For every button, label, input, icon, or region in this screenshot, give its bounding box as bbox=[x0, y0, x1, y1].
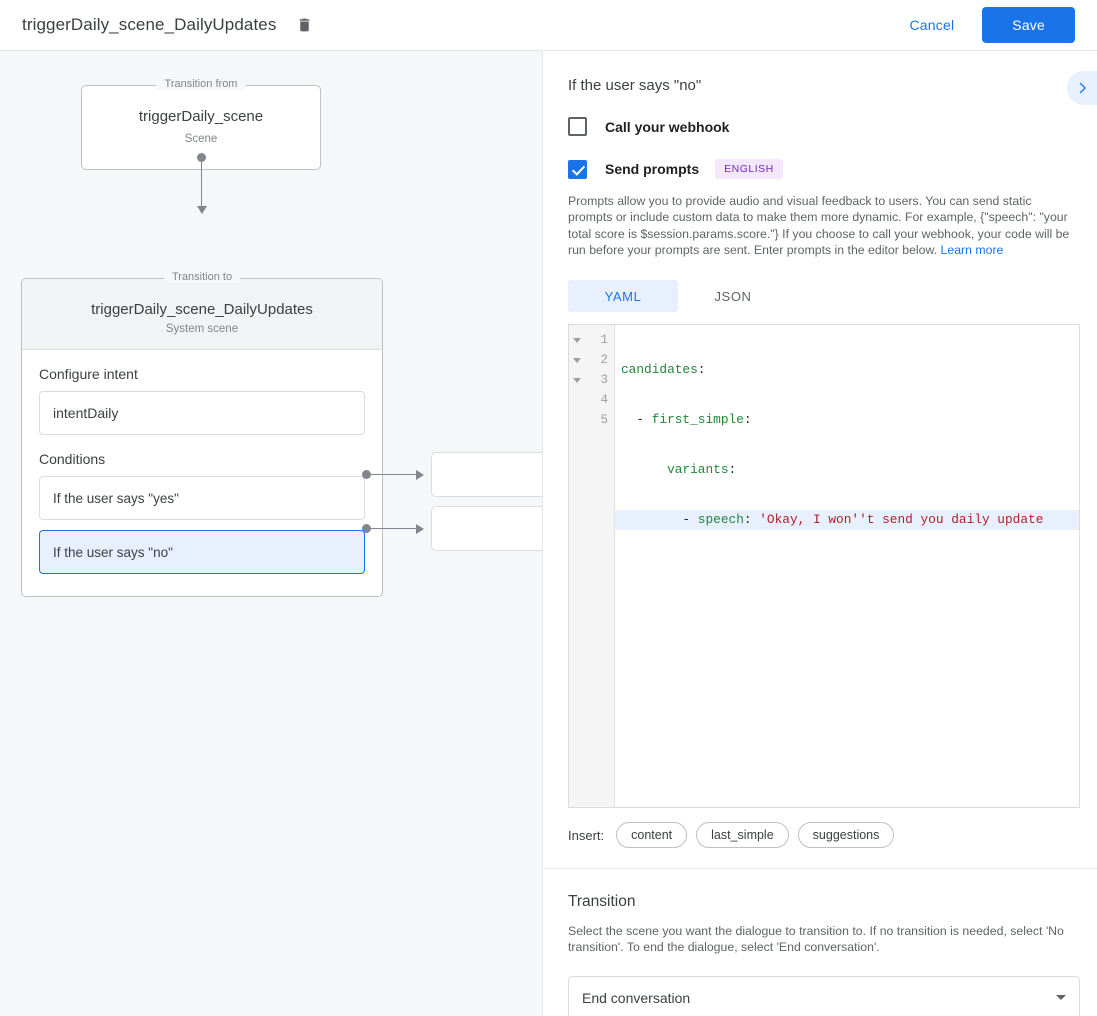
yaml-indent bbox=[621, 462, 667, 477]
send-prompts-label: Send prompts bbox=[605, 161, 700, 177]
insert-chip-last-simple[interactable]: last_simple bbox=[696, 822, 789, 849]
transition-from-legend: Transition from bbox=[156, 78, 246, 90]
transition-section-title: Transition bbox=[568, 893, 636, 911]
fold-toggle-icon[interactable] bbox=[573, 357, 581, 363]
prompt-code-editor[interactable]: 1 2 3 4 5 candidates: - f bbox=[568, 324, 1080, 809]
call-webhook-row[interactable]: Call your webhook bbox=[568, 117, 1073, 136]
gutter-line-3: 3 bbox=[569, 370, 614, 390]
transition-to-node[interactable]: Transition to triggerDaily_scene_DailyUp… bbox=[21, 271, 383, 597]
edge-arrow-down-icon bbox=[197, 206, 207, 214]
gutter-line-5: 5 bbox=[569, 410, 614, 430]
tab-json[interactable]: JSON bbox=[714, 288, 752, 304]
line-number: 2 bbox=[600, 353, 608, 368]
collapse-panel-button[interactable] bbox=[1067, 71, 1097, 105]
insert-chip-suggestions[interactable]: suggestions bbox=[797, 822, 895, 849]
fold-toggle-icon[interactable] bbox=[573, 337, 581, 343]
yaml-colon: : bbox=[728, 462, 737, 478]
condition-item-yes[interactable]: If the user says "yes" bbox=[39, 476, 365, 520]
condition-no-edge-dot bbox=[362, 524, 371, 533]
condition-no-arrow-icon bbox=[416, 524, 424, 534]
condition-yes-edge-dot bbox=[362, 470, 371, 479]
yaml-key: speech bbox=[697, 512, 744, 528]
page-title: triggerDaily_scene_DailyUpdates bbox=[22, 15, 277, 34]
line-number: 4 bbox=[600, 393, 608, 408]
send-prompts-checkbox[interactable] bbox=[568, 159, 587, 179]
gutter-line-1: 1 bbox=[569, 330, 614, 350]
line-number: 1 bbox=[600, 333, 608, 348]
tab-yaml[interactable]: YAML bbox=[568, 280, 678, 313]
language-badge: ENGLISH bbox=[715, 159, 783, 179]
transition-from-title: triggerDaily_scene bbox=[138, 108, 264, 125]
section-divider bbox=[544, 868, 1097, 870]
transition-to-header: Transition to triggerDaily_scene_DailyUp… bbox=[22, 271, 382, 350]
target-node-no[interactable] bbox=[431, 506, 542, 551]
condition-item-no[interactable]: If the user says "no" bbox=[39, 530, 365, 574]
fold-toggle-icon[interactable] bbox=[573, 377, 581, 383]
intent-input[interactable]: intentDaily bbox=[39, 391, 365, 435]
format-tabs: YAML JSON bbox=[568, 280, 1073, 313]
trash-icon bbox=[299, 18, 310, 32]
transition-to-legend: Transition to bbox=[163, 271, 241, 283]
configure-intent-label: Configure intent bbox=[39, 366, 138, 382]
call-webhook-checkbox[interactable] bbox=[568, 117, 587, 136]
yaml-key: candidates bbox=[621, 362, 698, 378]
call-webhook-label: Call your webhook bbox=[605, 118, 730, 135]
yaml-colon: : bbox=[697, 362, 706, 378]
transition-to-subtitle: System scene bbox=[165, 323, 239, 335]
gutter-line-4: 4 bbox=[569, 390, 614, 410]
detail-panel: If the user says "no" Call your webhook … bbox=[544, 51, 1097, 1016]
yaml-key: first_simple bbox=[651, 412, 744, 428]
target-node-yes[interactable] bbox=[431, 452, 542, 497]
send-prompts-row[interactable]: Send prompts ENGLISH bbox=[568, 159, 1073, 179]
chevron-right-icon bbox=[1079, 82, 1086, 94]
configure-intent-section: Configure intent intentDaily bbox=[22, 350, 382, 435]
transition-select-value: End conversation bbox=[582, 989, 691, 1006]
learn-more-link[interactable]: Learn more bbox=[940, 242, 1004, 257]
line-number: 5 bbox=[600, 413, 608, 428]
conditions-label: Conditions bbox=[39, 451, 106, 467]
save-button[interactable]: Save bbox=[982, 7, 1075, 43]
line-number: 3 bbox=[600, 373, 608, 388]
condition-yes-edge-line bbox=[370, 474, 418, 475]
yaml-colon: : bbox=[743, 512, 752, 528]
edge-source-dot bbox=[197, 153, 206, 162]
code-line-2: - first_simple: bbox=[615, 410, 1079, 430]
app-header: triggerDaily_scene_DailyUpdates Cancel S… bbox=[0, 0, 1097, 51]
chevron-down-icon bbox=[1056, 995, 1066, 1001]
insert-chip-content[interactable]: content bbox=[616, 822, 688, 849]
cancel-button[interactable]: Cancel bbox=[896, 9, 969, 41]
insert-chips-row: Insert: content last_simple suggestions bbox=[568, 822, 1073, 849]
code-line-4: - speech: 'Okay, I won''t send you daily… bbox=[615, 510, 1079, 531]
delete-button[interactable] bbox=[290, 11, 318, 39]
code-line-3: variants: bbox=[615, 460, 1079, 480]
code-line-1: candidates: bbox=[615, 360, 1079, 380]
gutter-line-2: 2 bbox=[569, 350, 614, 370]
scene-graph-canvas[interactable]: Transition from triggerDaily_scene Scene… bbox=[0, 51, 543, 1016]
prompts-help-text: Prompts allow you to provide audio and v… bbox=[568, 193, 1073, 258]
condition-yes-arrow-icon bbox=[416, 470, 424, 480]
condition-no-edge-line bbox=[370, 528, 418, 529]
panel-header: If the user says "no" bbox=[544, 51, 1097, 105]
editor-code-area[interactable]: candidates: - first_simple: variants: - … bbox=[615, 325, 1079, 807]
code-line-5 bbox=[615, 560, 1079, 580]
yaml-dash: - bbox=[621, 412, 652, 428]
transition-from-subtitle: Scene bbox=[184, 133, 218, 145]
conditions-section: Conditions If the user says "yes" If the… bbox=[22, 435, 382, 596]
transition-select[interactable]: End conversation bbox=[568, 975, 1080, 1016]
yaml-dash: - bbox=[621, 512, 698, 528]
transition-description: Select the scene you want the dialogue t… bbox=[568, 924, 1064, 955]
yaml-key: variants bbox=[667, 462, 729, 478]
panel-body: Call your webhook Send prompts ENGLISH P… bbox=[544, 117, 1097, 1016]
prompts-help-body: Prompts allow you to provide audio and v… bbox=[568, 194, 1070, 257]
panel-title: If the user says "no" bbox=[568, 77, 702, 94]
insert-label: Insert: bbox=[568, 827, 605, 843]
yaml-string: 'Okay, I won''t send you daily update bbox=[759, 512, 1044, 528]
transition-to-title: triggerDaily_scene_DailyUpdates bbox=[91, 301, 313, 318]
editor-gutter: 1 2 3 4 5 bbox=[569, 325, 615, 808]
edge-vertical-line bbox=[201, 161, 202, 209]
yaml-colon: : bbox=[743, 412, 752, 428]
